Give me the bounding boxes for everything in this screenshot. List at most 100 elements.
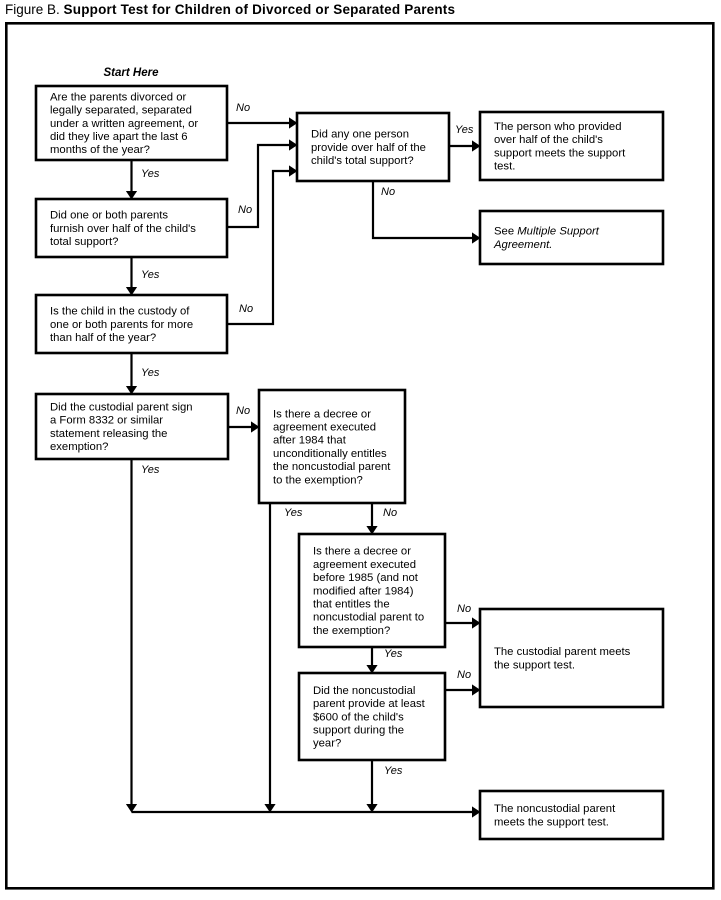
node-text-line: total support? [50, 236, 118, 248]
node-text-line: Are the parents divorced or [50, 91, 187, 103]
edge-label-q5-no: No [383, 507, 397, 519]
arrowhead [472, 232, 481, 244]
arrowhead [366, 665, 378, 674]
edge-label-q5-yes: Yes [284, 507, 303, 519]
node-layer: Are the parents divorced or legally separ… [34, 84, 665, 841]
node-box [257, 388, 407, 505]
arrowhead [289, 139, 298, 151]
node-text-line: The custodial parent meets [494, 646, 631, 658]
edge-label-q4-no: No [236, 405, 250, 417]
edge-label-q3-no: No [239, 303, 253, 315]
node-text-line: agreement executed [273, 422, 376, 434]
node-text-line: than half of the year? [50, 332, 156, 344]
node-text-line: before 1985 (and not [313, 572, 419, 584]
outer-border [5, 21, 715, 890]
arrowhead [289, 117, 298, 129]
node-text-line: Did any one person [311, 129, 409, 141]
node-text-line: support during the [313, 725, 404, 737]
node-text-line: Did the noncustodial [313, 685, 415, 697]
arrowhead [125, 287, 138, 296]
node-text-line: did they live apart the last 6 [50, 131, 188, 143]
node-text-line: legally separated, separated [50, 105, 192, 117]
edge-label-q2-yes: Yes [141, 269, 160, 281]
arrowhead [251, 421, 260, 433]
node-box [297, 532, 447, 649]
node-box [34, 84, 229, 162]
node-box [34, 392, 230, 461]
node-text-line: unconditionally entitles [273, 448, 387, 460]
node-text-line: parent provide at least [313, 698, 426, 710]
node-text-line: a Form 8332 or similar [50, 415, 163, 427]
node-text-line: provide over half of the [311, 142, 426, 154]
arrowhead [366, 526, 378, 535]
node-text-line: See Multiple Support [494, 226, 600, 238]
connector-layer [125, 117, 481, 818]
edge-label-qa-no: No [381, 186, 395, 198]
edge-label-q6-yes: Yes [384, 648, 403, 660]
node-text-line: Did the custodial parent sign [50, 402, 193, 414]
node-box [34, 293, 229, 355]
edge-label-q1-no: No [236, 102, 250, 114]
node-text-line: after 1984 that [273, 435, 347, 447]
node-text-line: meets the support test. [494, 816, 609, 828]
node-text-line: under a written agreement, or [50, 118, 198, 130]
edge-label-q7-yes: Yes [384, 765, 403, 777]
edge-label-q3-yes: Yes [141, 367, 160, 379]
arrowhead [366, 804, 378, 813]
node-text-line: Is there a decree or [313, 546, 411, 558]
node-text-line: The noncustodial parent [494, 803, 616, 815]
node-text-line: furnish over half of the child's [50, 223, 196, 235]
node-text-line: agreement executed [313, 559, 416, 571]
edge-label-q2-no: No [238, 204, 252, 216]
figure-title: Figure B. Support Test for Children of D… [5, 1, 455, 18]
node-text-line: Is the child in the custody of [50, 306, 190, 318]
node-text-line: the noncustodial parent [273, 461, 391, 473]
node-text-line: child's total support? [311, 155, 414, 167]
arrowhead [472, 684, 481, 696]
flow-node-q1: Are the parents divorced or legally separ… [34, 84, 229, 162]
edge-q3-no [227, 169, 289, 326]
annotation-layer: Start Here [104, 67, 160, 79]
arrowhead [125, 386, 138, 395]
figure-label: Figure B. [5, 2, 60, 17]
node-box [478, 607, 665, 709]
node-text-line: Did one or both parents [50, 210, 168, 222]
arrowhead [472, 617, 481, 629]
node-text-line: to the exemption? [273, 474, 363, 486]
edge-qa-no [371, 181, 472, 240]
node-box [295, 111, 451, 183]
node-text-line: modified after 1984) [313, 585, 414, 597]
node-box [478, 209, 665, 266]
node-text-line: $600 of the child's [313, 711, 404, 723]
node-text-line: that entitles the [313, 599, 390, 611]
edge-label-q6-no: No [457, 603, 471, 615]
node-text-line: statement releasing the [50, 428, 167, 440]
arrowhead [289, 165, 298, 177]
node-box [478, 789, 665, 841]
edge-label-q4-yes: Yes [141, 464, 160, 476]
figure-title-text: Support Test for Children of Divorced or… [63, 2, 456, 17]
arrowhead [264, 804, 276, 813]
node-box [478, 110, 665, 182]
node-box [34, 197, 229, 259]
node-text-line: test. [494, 161, 515, 173]
node-text-line: year? [313, 738, 341, 750]
node-text-line: the exemption? [313, 625, 390, 637]
node-text-line: noncustodial parent to [313, 612, 424, 624]
node-text-line: support meets the support [494, 147, 626, 159]
arrowhead [125, 191, 138, 200]
edge-q2-no [227, 143, 289, 229]
node-text-line: months of the year? [50, 144, 150, 156]
node-text-line: The person who provided [494, 121, 621, 133]
node-text-line: exemption? [50, 441, 108, 453]
